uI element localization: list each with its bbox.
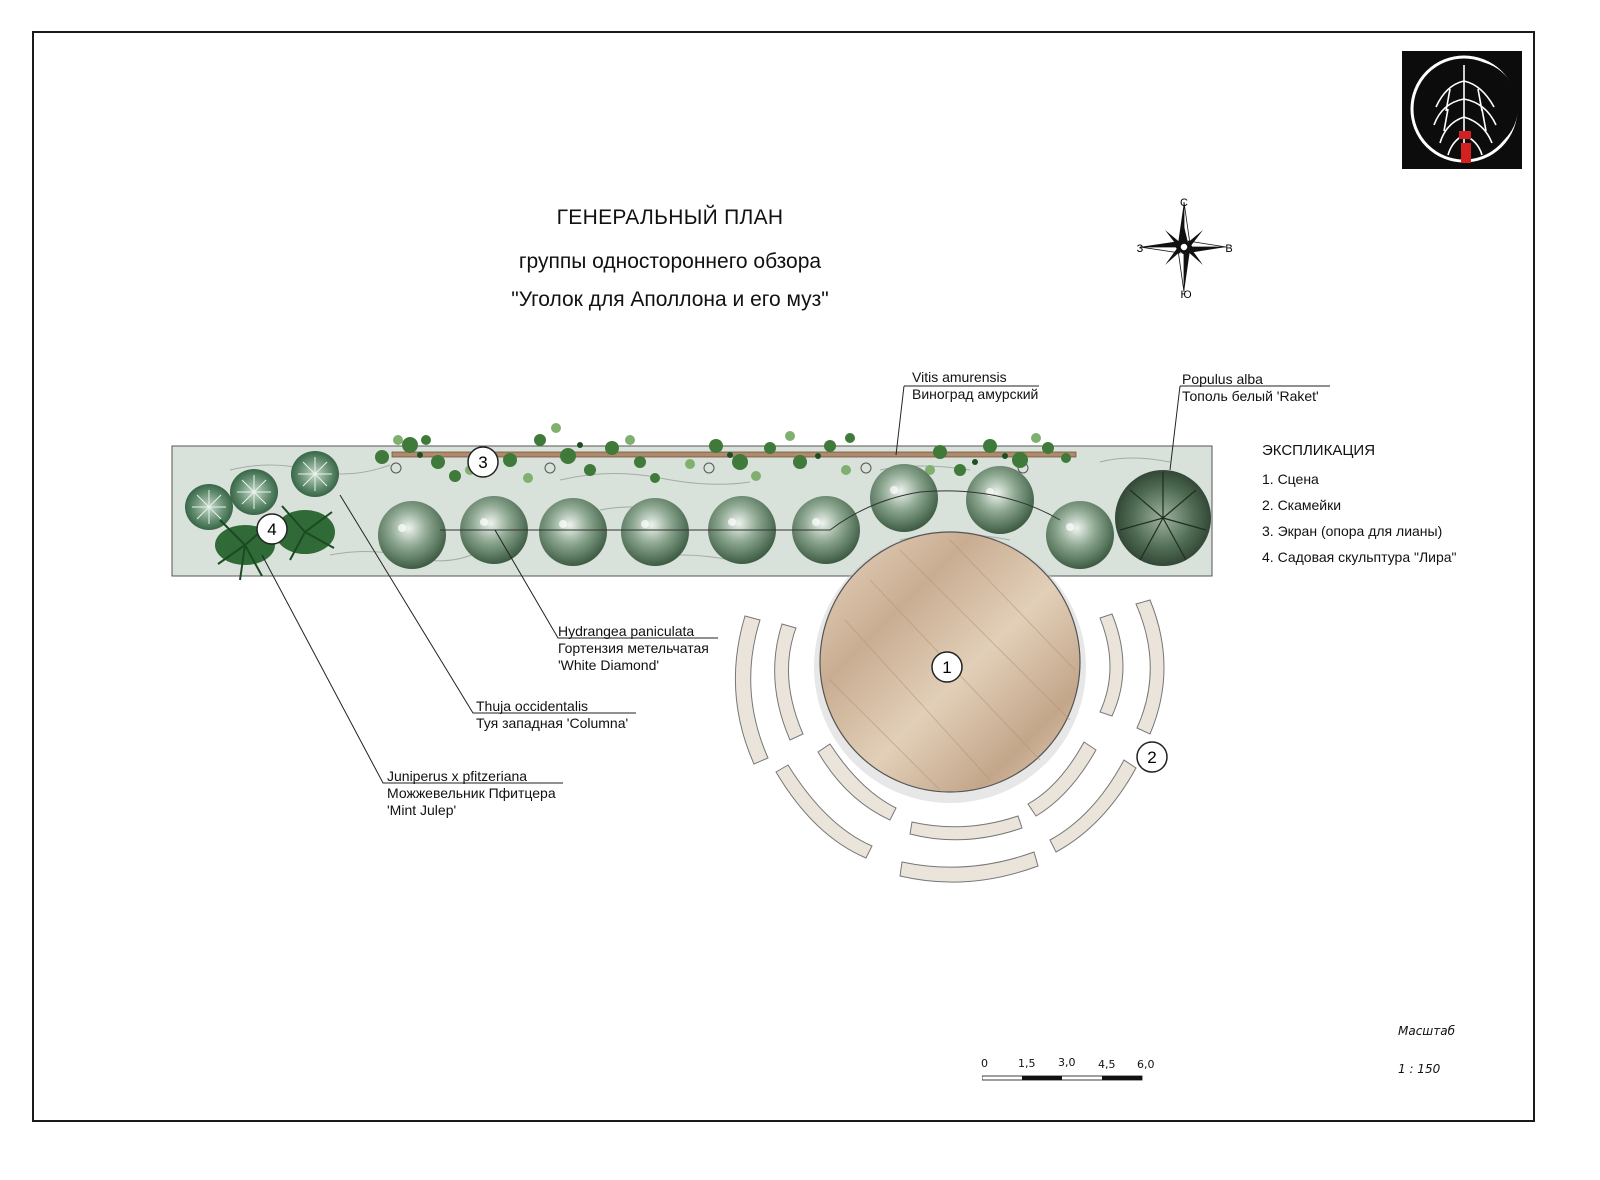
marker-3: 3: [467, 446, 499, 478]
compass-south: Ю: [1180, 289, 1191, 301]
explication: ЭКСПЛИКАЦИЯ 1. Сцена 2. Скамейки 3. Экра…: [1262, 438, 1457, 570]
juniperus-cultivar: 'Mint Julep': [387, 802, 457, 818]
thuja-russian: Туя западная 'Columna': [476, 715, 629, 731]
thuja-latin: Thuja occidentalis: [476, 698, 589, 714]
studio-logo: [1402, 51, 1522, 169]
vine-screen: [375, 423, 1077, 483]
svg-text:4: 4: [267, 520, 276, 539]
hydrangea-plants: [378, 464, 1114, 569]
populus-latin: Populus alba: [1182, 371, 1263, 387]
scale-value: 1 : 150: [1398, 1062, 1441, 1076]
drawing-frame: [32, 31, 1535, 1122]
scale-tick-3: 4,5: [1098, 1058, 1116, 1071]
hydrangea-cultivar: 'White Diamond': [558, 657, 660, 673]
scale-bar: [982, 1075, 1143, 1081]
benches: [734, 599, 1165, 883]
explication-heading: ЭКСПЛИКАЦИЯ: [1262, 442, 1376, 459]
svg-text:2: 2: [1147, 748, 1156, 767]
scale-tick-0: 0: [981, 1057, 988, 1070]
vitis-latin: Vitis amurensis: [912, 369, 1007, 385]
vitis-russian: Виноград амурский: [912, 386, 1039, 402]
explication-item: 3. Экран (опора для лианы): [1262, 523, 1443, 539]
populus-russian: Тополь белый 'Raket': [1182, 388, 1319, 404]
compass-east: В: [1225, 243, 1232, 255]
plan-title: ГЕНЕРАЛЬНЫЙ ПЛАН: [556, 206, 784, 229]
callout-juniperus: Juniperus x pfitzeriana Можжевельник Пфи…: [387, 768, 556, 819]
scale-tick-2: 3,0: [1058, 1056, 1076, 1069]
leader-lines: [261, 385, 1330, 784]
marker-1: 1: [931, 651, 963, 683]
marker-4: 4: [256, 513, 288, 545]
compass-north: С: [1180, 197, 1188, 209]
callout-populus: Populus alba Тополь белый 'Raket': [1182, 371, 1319, 405]
populus-plant: [1115, 470, 1211, 566]
callout-vitis: Vitis amurensis Виноград амурский: [912, 369, 1038, 403]
plan-name: "Уголок для Аполлона и его муз": [511, 288, 829, 311]
hydrangea-latin: Hydrangea paniculata: [558, 623, 695, 639]
plan-subtitle: группы одностороннего обзора: [518, 250, 822, 273]
thuja-plants: [185, 451, 339, 530]
scale-tick-1: 1,5: [1018, 1057, 1036, 1070]
svg-text:3: 3: [478, 453, 487, 472]
marker-2: 2: [1136, 741, 1168, 773]
juniperus-russian: Можжевельник Пфитцера: [387, 785, 556, 801]
callout-hydrangea: Hydrangea paniculata Гортензия метельчат…: [558, 623, 709, 674]
explication-item: 2. Скамейки: [1262, 497, 1342, 513]
svg-text:1: 1: [942, 658, 951, 677]
callout-thuja: Thuja occidentalis Туя западная 'Columna…: [476, 698, 628, 732]
hydrangea-russian: Гортензия метельчатая: [558, 640, 709, 656]
juniperus-latin: Juniperus x pfitzeriana: [387, 768, 528, 784]
compass-west: З: [1137, 243, 1144, 255]
scale-tick-4: 6,0: [1137, 1058, 1155, 1071]
explication-item: 4. Садовая скульптура "Лира": [1262, 549, 1457, 565]
explication-item: 1. Сцена: [1262, 471, 1319, 487]
compass-rose-icon: С Ю З В: [1137, 197, 1233, 301]
scale-label: Масштаб: [1398, 1024, 1456, 1038]
